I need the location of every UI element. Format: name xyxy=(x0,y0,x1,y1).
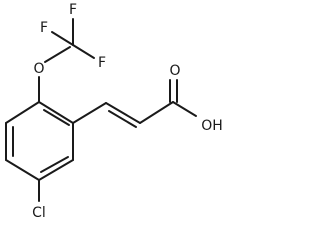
cf3-to-f-right-bond xyxy=(72,44,95,59)
hydroxyl-label: OH xyxy=(201,118,223,134)
fluorine-left-label: F xyxy=(40,20,48,36)
ring-to-vinyl-bond xyxy=(72,102,107,124)
vinyl-to-carboxyl-bond xyxy=(139,101,174,124)
carbonyl-oxygen-label: O xyxy=(169,63,180,79)
ring-bond-right-lower xyxy=(38,159,74,181)
fluorine-right-label: F xyxy=(98,55,106,71)
vinyl-double-bond-outer xyxy=(105,102,141,124)
ring-bond-top xyxy=(38,101,74,124)
acrylic-acid-chain: O OH xyxy=(72,63,223,134)
carboxyl-to-hydroxyl-bond xyxy=(172,101,197,117)
ring-bond-top-inner xyxy=(43,109,70,126)
chemical-structure-diagram: O F F F O OH Cl xyxy=(5,2,223,221)
chloro-substituent: Cl xyxy=(32,179,46,221)
vinyl-double-bond-inner xyxy=(108,110,137,128)
chlorine-label: Cl xyxy=(32,205,46,221)
fluorine-top-label: F xyxy=(69,2,77,18)
ring-bond-left-lower xyxy=(5,159,40,181)
ring-bond-right-lower-inner xyxy=(40,156,69,173)
cf3-to-f-left-bond xyxy=(51,31,74,46)
ether-oxygen-label: O xyxy=(33,61,44,77)
trifluoromethoxy-group: O F F F xyxy=(33,2,106,103)
ring-bond-left-upper xyxy=(5,101,40,124)
benzene-ring xyxy=(5,101,74,181)
ether-oxygen-to-cf3-bond xyxy=(44,46,71,63)
